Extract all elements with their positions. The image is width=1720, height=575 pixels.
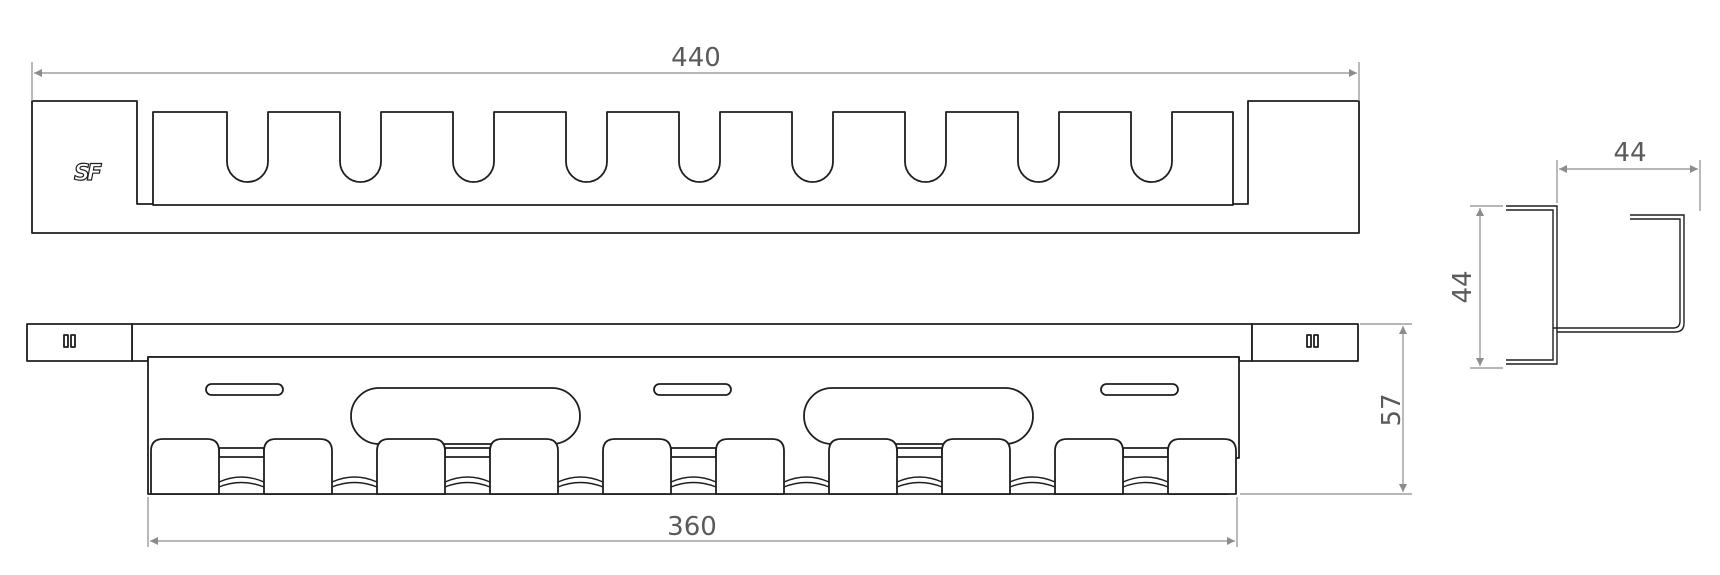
clip-bar [218, 447, 265, 458]
dimension-label-440: 440 [671, 43, 721, 73]
top-view: SF [31, 100, 1360, 234]
top-view-inner-plate [152, 111, 1234, 206]
clip-roller [670, 476, 717, 483]
dimension-label-44-height: 44 [1448, 270, 1478, 303]
dimension-label-360: 360 [667, 512, 717, 542]
oblong-slot [205, 383, 284, 396]
clip-roller [1009, 476, 1056, 483]
clip [941, 438, 1011, 495]
clip [828, 438, 898, 495]
top-view-outline [31, 100, 1360, 234]
clip [150, 438, 220, 495]
clip-roller [1122, 481, 1169, 488]
profile-outline [1506, 205, 1558, 365]
clip-roller [557, 476, 604, 483]
side-profile [1506, 205, 1685, 365]
clip [376, 438, 446, 495]
left-end-cap [26, 323, 133, 362]
clip-roller [896, 481, 943, 488]
clip-roller [783, 476, 830, 483]
front-top-rail [131, 323, 1253, 362]
profile-outline-inner [1506, 209, 1554, 361]
stadium-cutout [350, 387, 581, 445]
dimension-label-57: 57 [1377, 393, 1407, 426]
dimension-label-44-width: 44 [1613, 138, 1646, 168]
clip [1167, 438, 1237, 495]
clip-roller [670, 481, 717, 488]
clip-roller [444, 476, 491, 483]
clip-bar [896, 447, 943, 458]
clip [489, 438, 559, 495]
clip-bar [444, 447, 491, 458]
profile-hook [1553, 218, 1681, 329]
oblong-slot [653, 383, 732, 396]
front-view [26, 323, 1359, 495]
clip-roller [444, 481, 491, 488]
clip [715, 438, 785, 495]
right-cap-slot [1313, 334, 1319, 348]
clip-roller [783, 481, 830, 488]
clip [1054, 438, 1124, 495]
front-clips [150, 438, 1237, 495]
clip-roller [331, 481, 378, 488]
clip-roller [218, 476, 265, 483]
clip-roller [331, 476, 378, 483]
right-end-cap [1251, 323, 1359, 362]
profile-hook-inner [1557, 214, 1685, 333]
clip [602, 438, 672, 495]
clip-roller [557, 481, 604, 488]
oblong-slot [1100, 383, 1179, 396]
clip-roller [1009, 481, 1056, 488]
dimension-44-height: 44 [1448, 205, 1503, 369]
clip-bar [670, 447, 717, 458]
clip-bar [1122, 447, 1169, 458]
clip-roller [218, 481, 265, 488]
dimension-44-width: 44 [1556, 138, 1701, 211]
dimension-440: 440 [31, 43, 1360, 101]
dimension-57: 57 [1240, 323, 1412, 495]
clip [263, 438, 333, 495]
logo-mark: SF [74, 161, 102, 186]
top-view-slots [152, 111, 1234, 206]
clip-roller [1122, 476, 1169, 483]
left-cap-slot [63, 334, 69, 348]
stadium-cutout [803, 387, 1034, 445]
left-cap-slot [70, 334, 76, 348]
right-cap-slot [1306, 334, 1312, 348]
clip-roller [896, 476, 943, 483]
dimension-360: 360 [147, 497, 1238, 547]
